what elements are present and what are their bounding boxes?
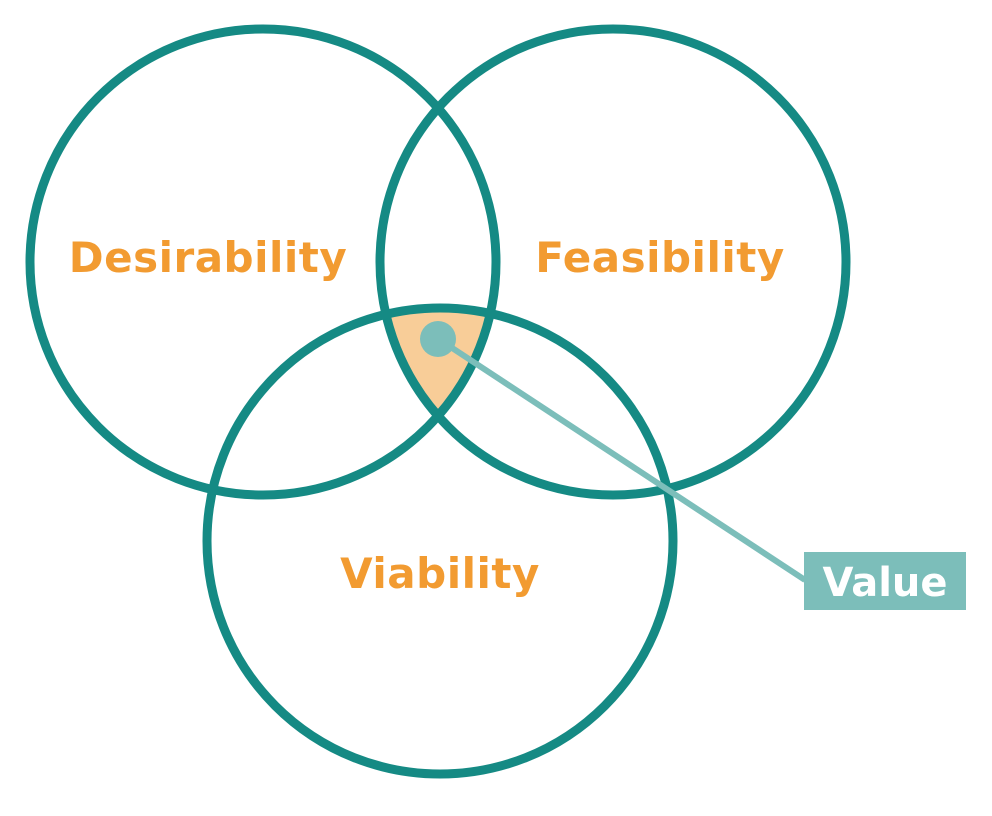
viability-circle [202, 303, 678, 779]
value-label-box [804, 552, 966, 610]
desirability-circle [25, 24, 501, 500]
feasibility-circle [375, 24, 851, 500]
value-callout-dot [420, 321, 456, 357]
viability-label: Viability [340, 549, 540, 598]
value-callout-line [438, 337, 807, 583]
value-label: Value [822, 560, 947, 606]
desirability-label: Desirability [69, 233, 348, 282]
feasibility-label: Feasibility [535, 233, 784, 282]
